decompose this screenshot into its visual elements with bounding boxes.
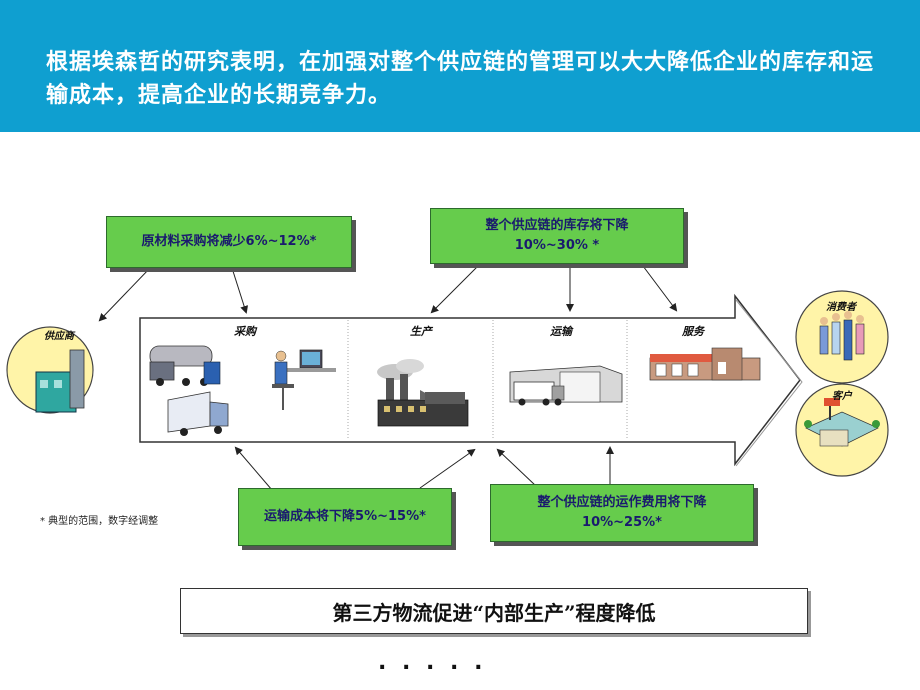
computer-operator-icon [272,349,336,410]
consumer-circle [795,290,889,384]
retail-store-icon [649,347,761,381]
ellipsis-dots: . . . . . [378,650,487,675]
box-truck-icon [167,391,229,436]
transport-cost-text: 运输成本将下降5%~15%* [264,509,426,524]
supply-chain-arrow [139,293,801,467]
people-icon [819,311,865,361]
consumer-label: 消费者 [826,302,856,313]
warehouse-truck-icon [509,365,623,406]
arrow-to-service [639,261,678,312]
header-text: 根据埃森哲的研究表明，在加强对整个供应链的管理可以大大降低企业的库存和运输成本，… [46,50,875,108]
arrow-to-purchase [231,267,248,314]
arrow-to-production [430,259,485,314]
operating-cost-text-line1: 整个供应链的运作费用将下降 [537,495,707,510]
header-banner: 根据埃森哲的研究表明，在加强对整个供应链的管理可以大大降低企业的库存和运输成本，… [0,0,920,132]
bottom-statement-text: 第三方物流促进“内部生产”程度降低 [332,600,656,625]
operating-cost-text-line2: 10%~25%* [582,515,662,530]
supplier-label: 供应商 [44,331,74,342]
raw-material-callout: 原材料采购将减少6%~12%* [106,216,352,268]
factory-building-icon [35,349,85,413]
inventory-callout: 整个供应链的库存将下降 10%~30% * [430,208,684,264]
inventory-text-line1: 整个供应链的库存将下降 [485,218,629,233]
stage-label-production: 生产 [410,325,432,338]
arrow-to-supplier [98,267,151,322]
tanker-truck-icon [149,345,221,386]
arrow-transport-cost-left [234,446,273,491]
arrow-transport-cost-right [419,448,476,489]
stage-label-purchase: 采购 [234,325,256,338]
footnote: * 典型的范围，数字经调整 [40,516,159,527]
stage-label-transport: 运输 [550,325,572,338]
raw-material-text: 原材料采购将减少6%~12%* [141,234,317,249]
inventory-text-line2: 10%~30% * [514,238,600,253]
operating-cost-callout: 整个供应链的运作费用将下降 10%~25%* [490,484,754,542]
bottom-statement-box: 第三方物流促进“内部生产”程度降低 [180,588,808,634]
customer-label: 客户 [832,391,852,402]
stage-label-service: 服务 [682,325,704,338]
industrial-plant-icon [377,359,469,427]
transport-cost-callout: 运输成本将下降5%~15%* [238,488,452,546]
gas-station-icon [804,398,880,447]
arrow-operating-left [496,448,537,487]
